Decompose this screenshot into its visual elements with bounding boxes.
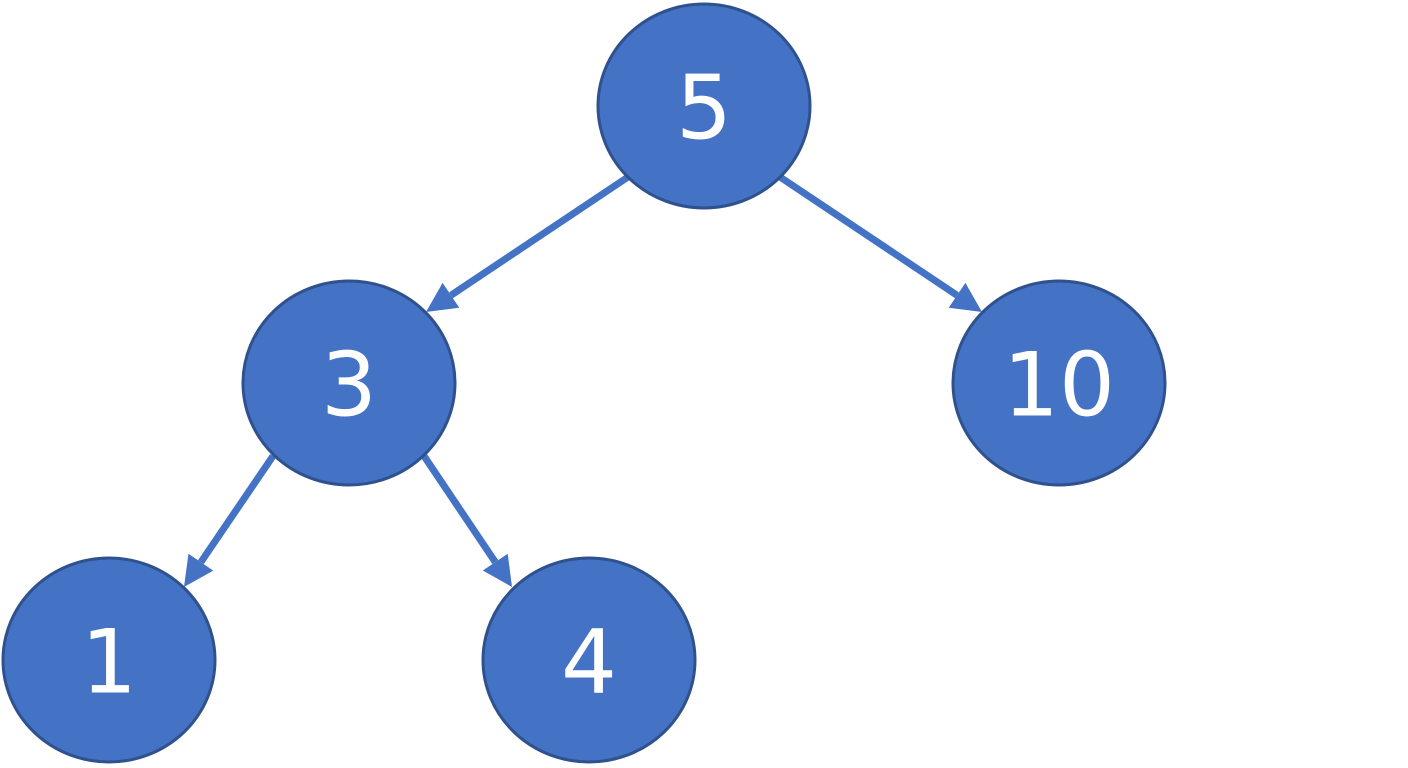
edge-line xyxy=(778,174,960,299)
node-circle xyxy=(241,279,457,487)
tree-node-10: 10 xyxy=(951,279,1167,487)
edges-layer xyxy=(184,174,982,587)
tree-node-1: 1 xyxy=(1,556,217,764)
nodes-layer: 5 3 10 1 4 xyxy=(1,2,1167,764)
arrowhead-icon xyxy=(948,282,982,312)
tree-node-5: 5 xyxy=(596,2,812,210)
node-circle xyxy=(1,556,217,764)
edge-line xyxy=(448,174,630,299)
node-circle xyxy=(951,279,1167,487)
edge-line xyxy=(421,454,499,565)
tree-node-3: 3 xyxy=(241,279,457,487)
node-label: 10 xyxy=(1003,334,1115,437)
arrowhead-icon xyxy=(426,282,460,312)
tree-node-4: 4 xyxy=(481,556,697,764)
arrowhead-icon xyxy=(482,553,512,587)
node-label: 4 xyxy=(561,611,617,714)
edge-5-to-10 xyxy=(778,174,982,312)
edge-3-to-1 xyxy=(184,454,276,587)
edge-5-to-3 xyxy=(426,174,630,312)
node-label: 3 xyxy=(321,334,377,437)
node-circle xyxy=(481,556,697,764)
node-circle xyxy=(596,2,812,210)
node-label: 5 xyxy=(676,57,732,160)
edge-3-to-4 xyxy=(421,454,512,587)
arrowhead-icon xyxy=(184,553,214,587)
node-label: 1 xyxy=(81,611,137,714)
edge-line xyxy=(197,454,276,565)
